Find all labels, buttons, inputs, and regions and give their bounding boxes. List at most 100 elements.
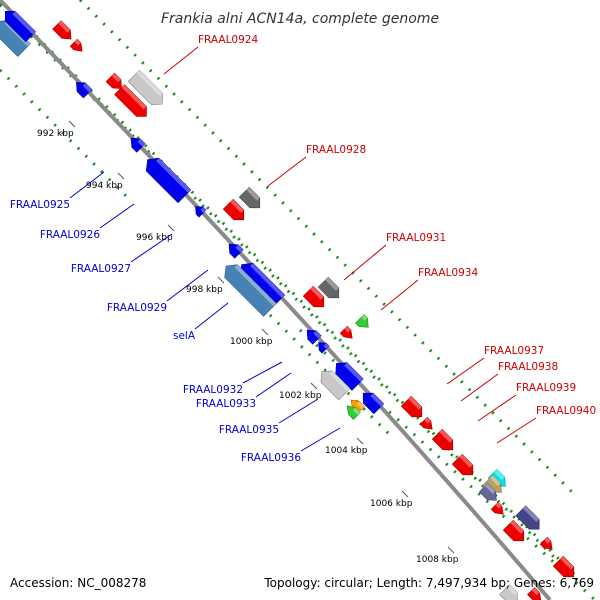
gene-feature[interactable] [346,405,361,420]
gene-label-reverse[interactable]: FRAAL0933 [196,398,256,410]
gene-feature[interactable] [318,342,330,354]
leader-line [163,46,199,75]
gene-body [320,370,351,401]
gene-feature[interactable] [362,392,385,415]
leader-line [242,361,283,384]
gene-feature[interactable] [228,243,244,259]
tick-label: 1006 kbp [370,499,413,509]
gene-highlight [58,20,71,33]
gene-feature[interactable] [339,325,353,339]
gene-highlight [313,330,322,339]
gene-highlight [459,454,473,468]
gene-highlight [323,343,330,349]
tick-label: 1008 kbp [416,555,459,565]
gene-highlight [325,277,339,291]
gene-feature[interactable] [419,416,433,430]
gene-label-forward[interactable]: FRAAL0931 [386,232,446,244]
leader-line [166,269,209,302]
leader-line [343,244,387,281]
gene-highlight [235,244,244,253]
tick-mark [401,490,409,498]
gene-feature[interactable] [317,276,340,299]
gene-feature[interactable] [130,137,146,153]
gene-label-reverse[interactable]: FRAAL0936 [241,452,301,464]
gene-label-reverse[interactable]: FRAAL0935 [219,424,279,436]
gene-body [145,157,192,204]
gene-feature[interactable] [114,84,147,117]
gene-highlight [506,584,518,596]
gene-highlight [74,39,81,46]
gene-label-reverse[interactable]: FRAAL0926 [40,229,100,241]
tick-label: 1000 kbp [230,337,273,347]
gene-feature[interactable] [195,206,207,218]
dotted-guide-line [78,0,577,497]
gene-highlight [531,587,540,596]
leader-line [267,156,307,187]
gene-feature[interactable] [502,519,525,542]
gene-feature[interactable] [302,285,325,308]
gene-label-forward[interactable]: FRAAL0934 [418,267,478,279]
gene-highlight [439,429,453,443]
gene-feature[interactable] [539,536,553,550]
gene-feature[interactable] [52,20,72,40]
gene-feature[interactable] [306,329,322,345]
leader-line [300,427,341,452]
gene-label-reverse[interactable]: FRAAL0932 [183,384,243,396]
topology-text: Topology: circular; Length: 7,497,934 bp… [263,576,594,590]
tick-label: 1004 kbp [325,446,368,456]
gene-label-forward[interactable]: FRAAL0938 [498,361,558,373]
gene-label-reverse[interactable]: FRAAL0929 [107,302,167,314]
gene-feature[interactable] [238,186,261,209]
gene-feature[interactable] [224,264,277,317]
gene-feature[interactable] [127,69,164,106]
gene-body [318,342,330,354]
gene-highlight [111,73,121,83]
gene-feature[interactable] [105,72,122,89]
gene-feature[interactable] [355,314,369,328]
gene-feature[interactable] [76,82,93,99]
gene-label-forward[interactable]: FRAAL0939 [516,382,576,394]
gene-highlight [560,556,574,570]
gene-feature[interactable] [4,10,37,43]
tick-mark [447,546,455,554]
gene-features [0,10,575,600]
gene-feature[interactable] [451,453,474,476]
gene-feature[interactable] [490,501,504,515]
gene-body [515,505,540,530]
gene-highlight [310,286,324,300]
leader-line [130,233,173,263]
gene-label-forward[interactable]: FRAAL0940 [536,405,596,417]
gene-label-reverse[interactable]: selA [173,330,196,342]
gene-feature[interactable] [400,395,423,418]
gene-highlight [329,370,350,392]
leader-line [460,373,499,402]
gene-label-forward[interactable]: FRAAL0937 [484,345,544,357]
gene-feature[interactable] [335,362,364,391]
gene-highlight [361,314,368,321]
gene-feature[interactable] [478,482,497,501]
gene-feature[interactable] [552,555,575,578]
gene-feature[interactable] [320,370,351,401]
gene-feature[interactable] [145,157,192,204]
tick-mark [310,382,318,390]
gene-body [502,519,525,542]
gene-feature[interactable] [515,505,540,530]
gene-label-forward[interactable]: FRAAL0924 [198,34,258,46]
gene-feature[interactable] [431,428,454,451]
gene-feature[interactable] [69,38,83,52]
gene-highlight [408,396,422,410]
gene-label-reverse[interactable]: FRAAL0927 [71,263,131,275]
gene-label-reverse[interactable]: FRAAL0925 [10,199,70,211]
gene-body [355,314,369,328]
gene-highlight [230,199,244,213]
tick-mark [261,328,269,336]
gene-highlight [156,158,191,193]
gene-highlight [544,537,551,544]
gene-feature[interactable] [527,587,542,600]
gene-feature[interactable] [222,198,245,221]
gene-highlight [494,469,505,480]
gene-label-forward[interactable]: FRAAL0928 [306,144,366,156]
gene-feature[interactable] [499,584,518,600]
leader-line [99,203,135,229]
